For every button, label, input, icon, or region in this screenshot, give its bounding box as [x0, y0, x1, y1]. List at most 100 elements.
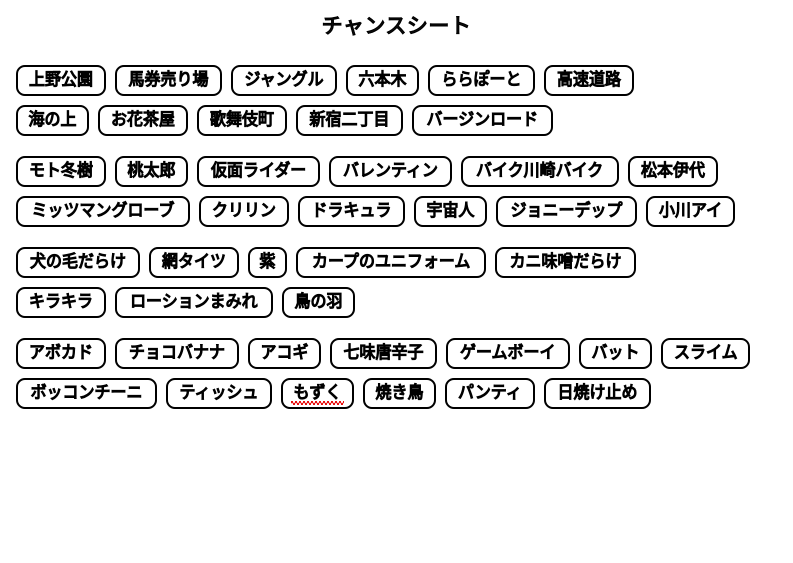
- pill-row: ボッコンチーニ ティッシュ もずく 焼き鳥 パンティ 日焼け止め: [16, 378, 777, 409]
- pill-label: アボカド: [29, 343, 93, 363]
- pill-label: 紫: [259, 252, 276, 272]
- pill-option[interactable]: ジョニーデップ: [495, 196, 637, 227]
- pill-group-places: 上野公園 馬券売り場 ジャングル 六本木 ららぽーと 高速道路海の上 お花茶屋 歌舞伎町 新宿二…: [0, 65, 793, 136]
- pill-option[interactable]: 日焼け止め: [543, 378, 651, 409]
- pill-option[interactable]: お花茶屋: [98, 105, 188, 136]
- pill-option[interactable]: 馬券売り場: [115, 65, 222, 96]
- pill-option[interactable]: もずく: [280, 378, 354, 409]
- pill-label: ジャングル: [244, 70, 324, 90]
- pill-option[interactable]: ボッコンチーニ: [16, 378, 157, 409]
- pill-group-items: アボカド チョコバナナ アコギ 七味唐辛子 ゲームボーイ バット スライムボッコンチーニ ティ…: [0, 338, 793, 409]
- pill-option[interactable]: クリリン: [198, 196, 289, 227]
- pill-label: 海の上: [28, 110, 77, 130]
- pill-label: 馬券売り場: [128, 70, 209, 90]
- pill-label: 日焼け止め: [557, 383, 638, 403]
- pill-groups-container: 上野公園 馬券売り場 ジャングル 六本木 ららぽーと 高速道路海の上 お花茶屋 歌舞伎町 新宿二…: [0, 65, 793, 409]
- pill-label: バージンロード: [426, 110, 539, 130]
- pill-group-appearance: 犬の毛だらけ 網タイツ 紫 カープのユニフォーム カニ味噌だらけキラキラ ローションまみれ…: [0, 247, 793, 318]
- pill-option[interactable]: 上野公園: [16, 65, 106, 96]
- pill-option[interactable]: 仮面ライダー: [197, 156, 321, 187]
- pill-label: ティッシュ: [179, 383, 259, 403]
- pill-option[interactable]: 海の上: [16, 105, 89, 136]
- pill-option[interactable]: パンティ: [444, 378, 535, 409]
- pill-option[interactable]: 紫: [248, 247, 287, 278]
- pill-label: クリリン: [212, 201, 276, 221]
- pill-option[interactable]: カニ味噌だらけ: [495, 247, 637, 278]
- pill-option[interactable]: ローションまみれ: [115, 287, 273, 318]
- pill-option[interactable]: 鳥の羽: [281, 287, 355, 318]
- pill-label: 犬の毛だらけ: [30, 252, 126, 272]
- pill-label: カニ味噌だらけ: [510, 252, 622, 272]
- pill-option[interactable]: アコギ: [248, 338, 321, 369]
- pill-option[interactable]: ジャングル: [231, 65, 338, 96]
- page-title: チャンスシート: [321, 14, 472, 38]
- pill-label: 七味唐辛子: [343, 343, 424, 363]
- pill-option[interactable]: 桃太郎: [115, 156, 188, 187]
- pill-label: ミッツマングローブ: [31, 201, 175, 221]
- pill-option[interactable]: 小川アイ: [645, 196, 736, 227]
- pill-label: もずく: [293, 383, 342, 403]
- pill-option[interactable]: 歌舞伎町: [197, 105, 287, 136]
- pill-option[interactable]: カープのユニフォーム: [296, 247, 487, 278]
- pill-option[interactable]: ららぽーと: [428, 65, 536, 96]
- pill-label: スライム: [673, 343, 738, 363]
- pill-option[interactable]: 網タイツ: [149, 247, 239, 278]
- pill-label: 新宿二丁目: [309, 110, 390, 130]
- pill-option[interactable]: 高速道路: [544, 65, 635, 96]
- pill-option[interactable]: チョコバナナ: [115, 338, 239, 369]
- pill-option[interactable]: 宇宙人: [413, 196, 487, 227]
- pill-label: 仮面ライダー: [211, 161, 307, 181]
- pill-label: ボッコンチーニ: [30, 383, 143, 403]
- pill-label: パンティ: [458, 383, 522, 403]
- pill-label: 小川アイ: [658, 201, 723, 221]
- pill-row: ミッツマングローブ クリリン ドラキュラ 宇宙人 ジョニーデップ 小川アイ: [16, 196, 777, 227]
- pill-option[interactable]: 六本木: [346, 65, 420, 96]
- pill-label: カープのユニフォーム: [312, 252, 471, 272]
- pill-option[interactable]: バット: [578, 338, 652, 369]
- pill-label: 桃太郎: [127, 161, 176, 181]
- pill-label: 高速道路: [557, 70, 622, 90]
- pill-label: お花茶屋: [111, 110, 175, 130]
- pill-label: 鳥の羽: [294, 292, 343, 312]
- pill-label: ドラキュラ: [311, 201, 392, 221]
- pill-option[interactable]: バイク川崎バイク: [461, 156, 619, 187]
- pill-option[interactable]: モト冬樹: [16, 156, 106, 187]
- pill-label: ららぽーと: [441, 70, 522, 90]
- pill-label: 歌舞伎町: [210, 110, 274, 130]
- pill-label: 焼き鳥: [375, 383, 424, 403]
- pill-label: ローションまみれ: [130, 292, 258, 312]
- pill-option[interactable]: 松本伊代: [627, 156, 718, 187]
- pill-label: バット: [591, 343, 639, 363]
- pill-option[interactable]: アボカド: [16, 338, 106, 369]
- pill-option[interactable]: ゲームボーイ: [446, 338, 570, 369]
- pill-option[interactable]: ミッツマングローブ: [16, 196, 190, 227]
- pill-option[interactable]: 新宿二丁目: [296, 105, 403, 136]
- pill-row: アボカド チョコバナナ アコギ 七味唐辛子 ゲームボーイ バット スライム: [16, 338, 777, 369]
- pill-option[interactable]: ドラキュラ: [297, 196, 405, 227]
- pill-row: 海の上 お花茶屋 歌舞伎町 新宿二丁目 バージンロード: [16, 105, 777, 136]
- pill-label: 網タイツ: [162, 252, 226, 272]
- pill-row: 犬の毛だらけ 網タイツ 紫 カープのユニフォーム カニ味噌だらけ: [16, 247, 777, 278]
- pill-row: モト冬樹 桃太郎 仮面ライダー バレンティン バイク川崎バイク 松本伊代: [16, 156, 777, 187]
- pill-label: バイク川崎バイク: [476, 161, 604, 181]
- pill-option[interactable]: スライム: [660, 338, 751, 369]
- pill-label: アコギ: [260, 343, 309, 363]
- pill-option[interactable]: キラキラ: [16, 287, 106, 318]
- pill-option[interactable]: バレンティン: [329, 156, 453, 187]
- pill-label: ジョニーデップ: [510, 201, 623, 221]
- pill-label: モト冬樹: [29, 161, 93, 181]
- pill-option[interactable]: 七味唐辛子: [330, 338, 437, 369]
- pill-label: 上野公園: [29, 70, 93, 90]
- pill-option[interactable]: 焼き鳥: [362, 378, 436, 409]
- pill-label: 六本木: [358, 70, 407, 90]
- pill-row: 上野公園 馬券売り場 ジャングル 六本木 ららぽーと 高速道路: [16, 65, 777, 96]
- pill-option[interactable]: バージンロード: [412, 105, 553, 136]
- pill-row: キラキラ ローションまみれ 鳥の羽: [16, 287, 777, 318]
- pill-option[interactable]: ティッシュ: [166, 378, 272, 409]
- pill-label: 宇宙人: [426, 201, 475, 221]
- pill-label: キラキラ: [29, 292, 93, 312]
- pill-label: 松本伊代: [640, 161, 705, 181]
- pill-option[interactable]: 犬の毛だらけ: [16, 247, 140, 278]
- pill-label: チョコバナナ: [129, 343, 225, 363]
